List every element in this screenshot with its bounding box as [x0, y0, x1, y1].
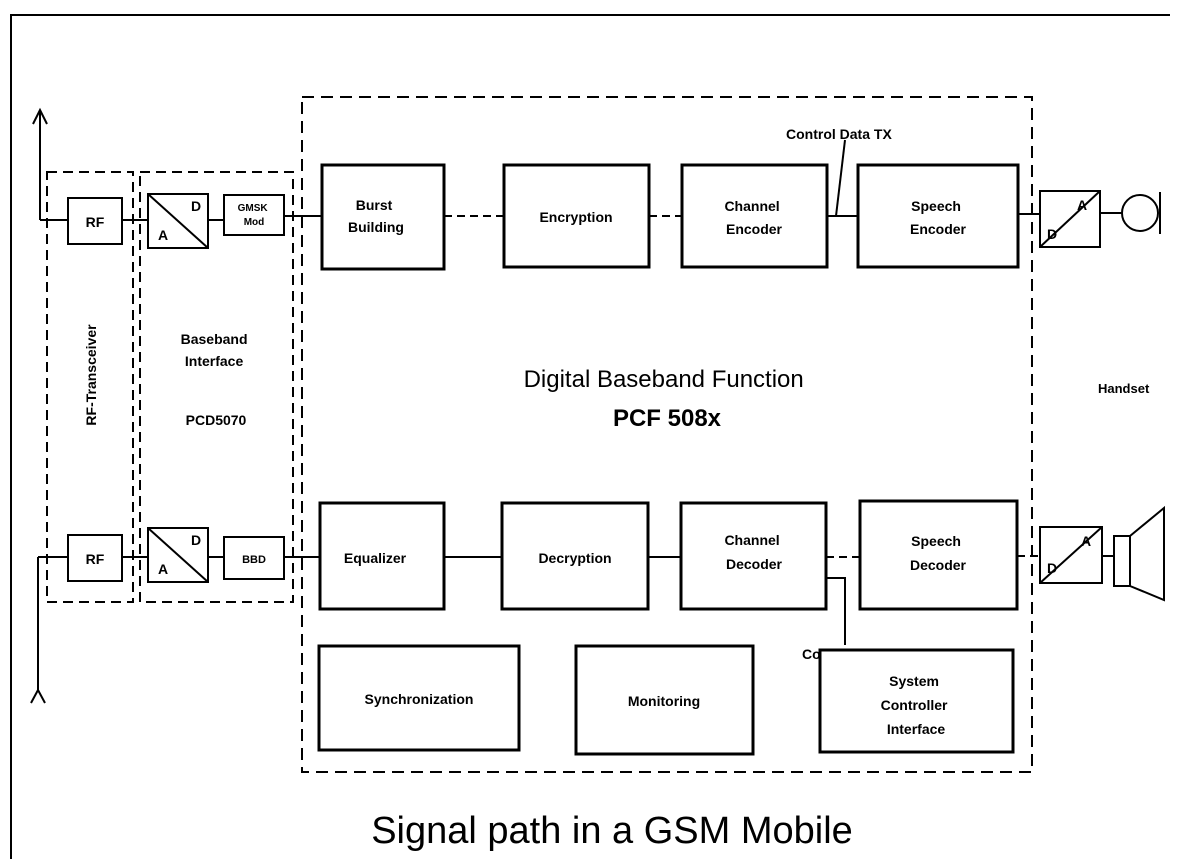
dbf-title: Digital Baseband Function PCF 508x [524, 366, 811, 432]
speech-encoder-label: Speech Encoder [910, 198, 967, 237]
burst-building-label: Burst Building [348, 197, 404, 235]
speech-encoder-box [856, 163, 1020, 269]
svg-text:A: A [158, 561, 168, 577]
rf-transceiver-boundary [46, 171, 134, 603]
monitoring-box [574, 644, 755, 756]
diagram-title: Signal path in a GSM Mobile [371, 810, 853, 852]
handset-label: Handset [1098, 381, 1150, 396]
channel-encoder-box [680, 163, 829, 269]
microphone-icon [1121, 192, 1161, 234]
svg-text:D: D [1047, 560, 1057, 576]
speech-decoder-box [858, 499, 1019, 611]
tx-connections [122, 139, 1122, 221]
tx-rf-box [67, 197, 123, 245]
svg-text:D: D [191, 532, 201, 548]
synchronization-label: Synchronization [365, 691, 474, 707]
speaker-icon [1113, 505, 1165, 602]
channel-encoder-label: Channel Encoder [724, 198, 783, 237]
tx-dac-icon: D A [1039, 190, 1101, 248]
dbf-boundary [301, 96, 1033, 773]
channel-decoder-label: Channel Decoder [724, 532, 783, 572]
burst-building-box [320, 163, 446, 271]
svg-text:A: A [158, 227, 168, 243]
synchronization-box [317, 644, 521, 752]
tx-adc-icon: D A [147, 193, 209, 249]
rf-transceiver-label: RF-Transceiver [83, 324, 99, 426]
monitoring-label: Monitoring [628, 693, 700, 709]
outer-frame [10, 14, 1170, 859]
baseband-interface-boundary [139, 171, 294, 603]
decryption-label: Decryption [538, 550, 611, 566]
svg-text:A: A [1077, 197, 1087, 213]
rx-adc-icon: D A [147, 527, 209, 583]
bbd-label: BBD [242, 554, 266, 566]
rx-connections [122, 555, 1114, 645]
antenna-tx-icon [32, 107, 68, 221]
tx-rf-label: RF [86, 214, 105, 230]
system-controller-interface-box [818, 648, 1015, 754]
system-controller-interface-label: System Controller Interface [881, 673, 952, 737]
control-data-tx-label: Control Data TX [786, 126, 892, 142]
antenna-rx-icon [30, 556, 68, 704]
svg-text:D: D [191, 198, 201, 214]
svg-text:A: A [1081, 533, 1091, 549]
rx-rf-box [67, 534, 123, 582]
gmsk-mod-label: GMSK Mod [238, 203, 271, 228]
speech-decoder-label: Speech Decoder [910, 533, 967, 573]
gmsk-mod-box [223, 194, 285, 236]
equalizer-label: Equalizer [344, 550, 407, 566]
encryption-label: Encryption [539, 209, 612, 225]
svg-text:D: D [1047, 226, 1057, 242]
baseband-interface-label: Baseband Interface PCD5070 [181, 331, 252, 428]
rx-rf-label: RF [86, 551, 105, 567]
rx-dac-icon: D A [1039, 526, 1103, 584]
bbd-box [223, 536, 285, 580]
